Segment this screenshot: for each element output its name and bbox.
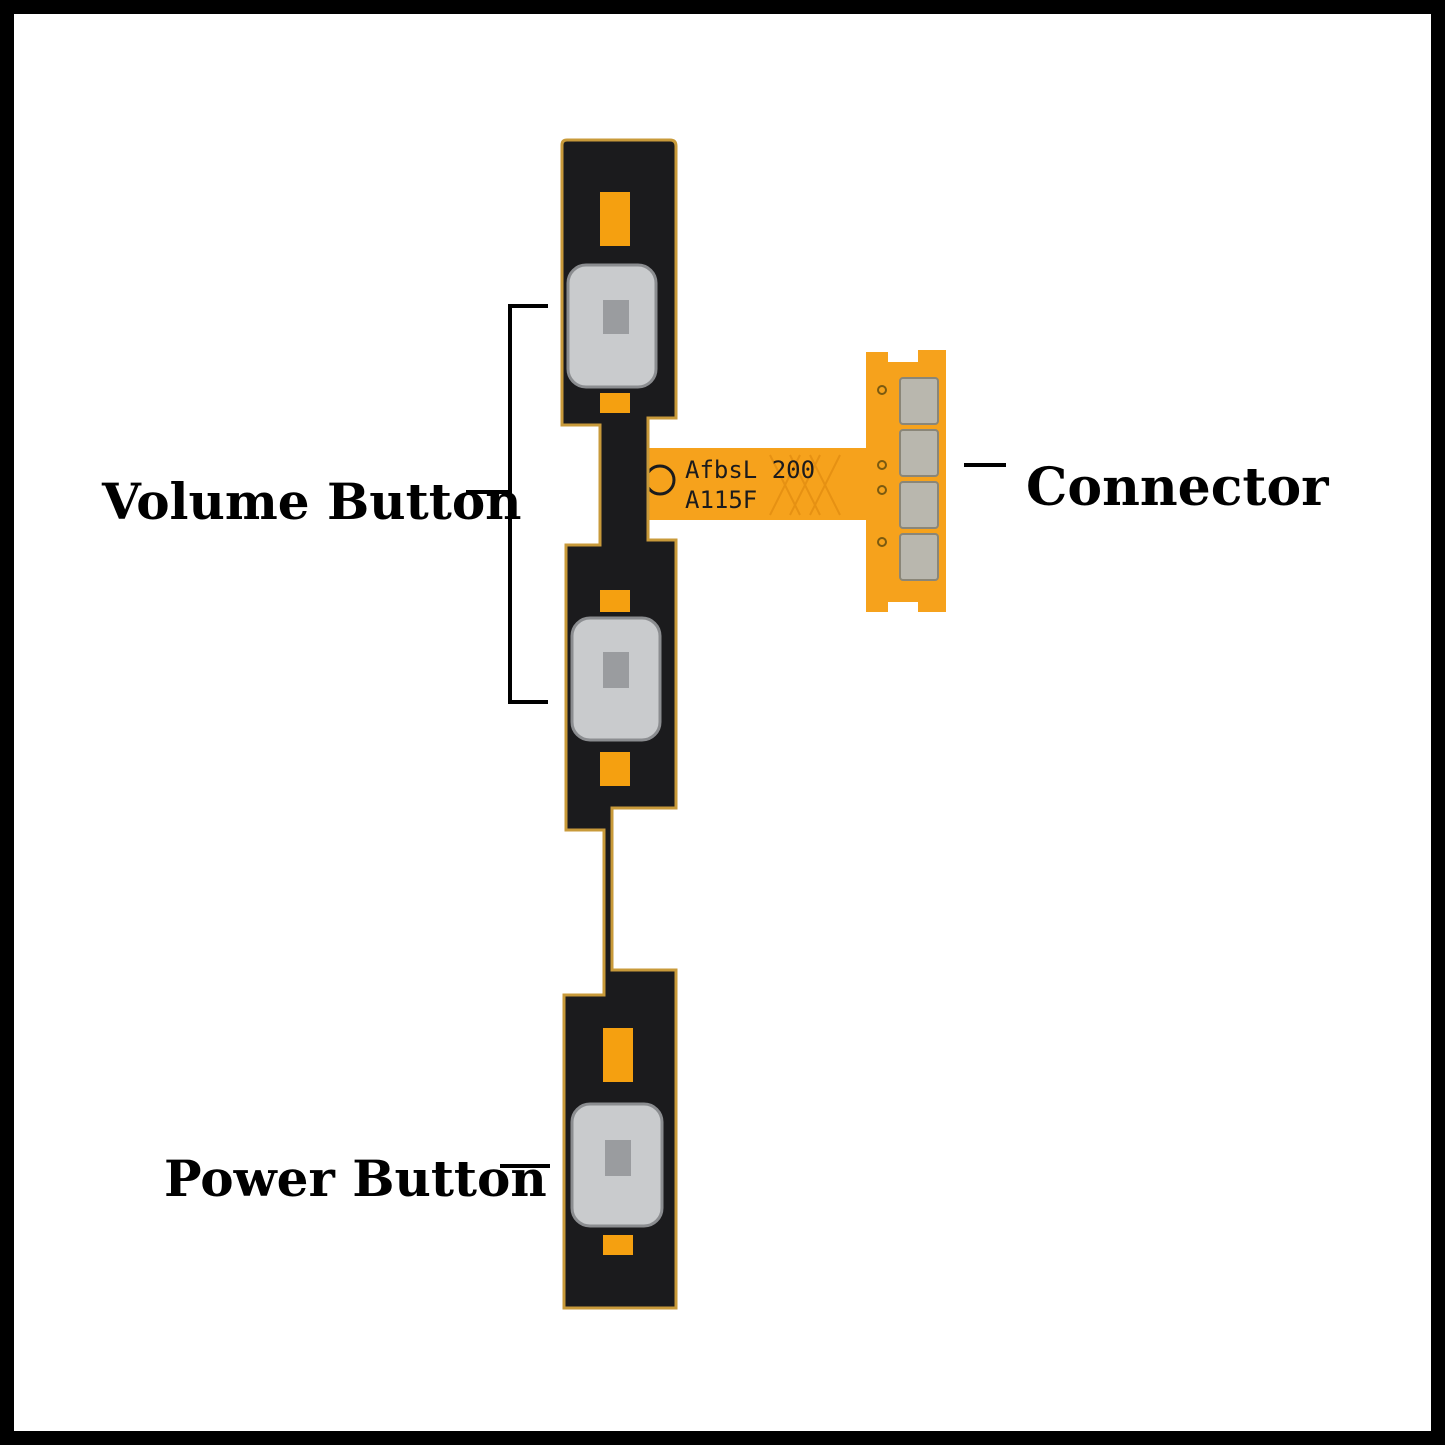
volume-bracket: [508, 304, 548, 704]
contact-pad: [603, 1028, 633, 1082]
flex-cable-illustration: AfbsL 200 A115F: [466, 138, 1006, 1310]
switch-center: [603, 652, 629, 688]
volume-button-label: Volume Button: [102, 472, 522, 531]
flex-marking-line1: AfbsL 200: [685, 456, 815, 484]
connector-pad-2: [899, 429, 939, 477]
contact-pad: [600, 393, 630, 413]
volume-down-switch: [570, 590, 662, 786]
contact-pad: [600, 752, 630, 786]
connector-arm: AfbsL 200 A115F: [640, 448, 872, 520]
contact-pad: [600, 590, 630, 612]
flex-arm-strip: [640, 448, 872, 520]
connector-pad-4: [899, 533, 939, 581]
connector-vias: [877, 385, 887, 547]
connector-head: [866, 350, 946, 612]
power-button-label: Power Button: [164, 1149, 547, 1208]
power-switch: [570, 1028, 664, 1255]
callout-lines: [466, 304, 1006, 1168]
flex-hatch: [769, 454, 841, 516]
contact-pad: [600, 192, 630, 246]
flex-marking-line2: A115F: [685, 486, 757, 514]
connector-pad-3: [899, 481, 939, 529]
connector-label: Connector: [1026, 457, 1329, 518]
contact-pad: [603, 1235, 633, 1255]
switch-center: [605, 1140, 631, 1176]
volume-up-switch: [566, 192, 658, 413]
connector-pad-1: [899, 377, 939, 425]
switch-center: [603, 300, 629, 334]
